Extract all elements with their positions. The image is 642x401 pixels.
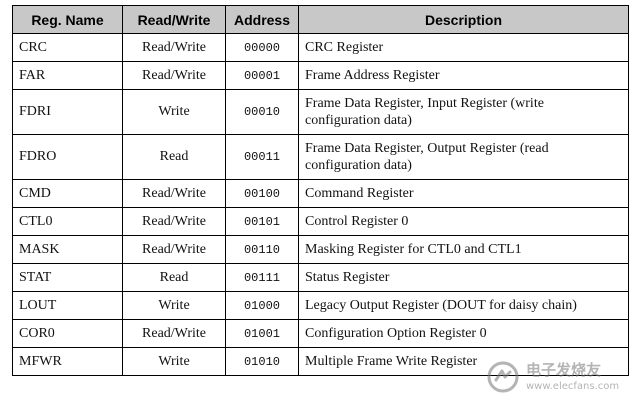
cell-description: Status Register — [298, 263, 629, 292]
register-table: Reg. Name Read/Write Address Description… — [12, 5, 629, 376]
watermark-url: www.elecfans.com — [526, 381, 620, 392]
table-row: CMD Read/Write 00100 Command Register — [12, 179, 629, 208]
cell-read-write: Read/Write — [122, 235, 226, 264]
cell-read-write: Read/Write — [122, 61, 226, 90]
cell-address: 00011 — [225, 134, 299, 180]
header-reg-name: Reg. Name — [12, 5, 123, 34]
table-row: MFWR Write 01010 Multiple Frame Write Re… — [12, 347, 629, 376]
header-description: Description — [298, 5, 629, 34]
cell-address: 00000 — [225, 33, 299, 62]
cell-address: 00100 — [225, 179, 299, 208]
cell-reg-name: FAR — [12, 61, 123, 90]
cell-reg-name: LOUT — [12, 291, 123, 320]
cell-address: 00101 — [225, 207, 299, 236]
table-header-row: Reg. Name Read/Write Address Description — [12, 5, 629, 34]
header-address: Address — [225, 5, 299, 34]
cell-address: 00001 — [225, 61, 299, 90]
cell-description: Frame Data Register, Input Register (wri… — [298, 89, 629, 135]
cell-reg-name: COR0 — [12, 319, 123, 348]
cell-description: Configuration Option Register 0 — [298, 319, 629, 348]
cell-reg-name: MFWR — [12, 347, 123, 376]
cell-address: 01010 — [225, 347, 299, 376]
cell-description: Multiple Frame Write Register — [298, 347, 629, 376]
table-row: FDRI Write 00010 Frame Data Register, In… — [12, 89, 629, 135]
cell-read-write: Read/Write — [122, 179, 226, 208]
table-row: MASK Read/Write 00110 Masking Register f… — [12, 235, 629, 264]
cell-description: Masking Register for CTL0 and CTL1 — [298, 235, 629, 264]
cell-description: Frame Address Register — [298, 61, 629, 90]
table-row: CTL0 Read/Write 00101 Control Register 0 — [12, 207, 629, 236]
table-row: COR0 Read/Write 01001 Configuration Opti… — [12, 319, 629, 348]
cell-reg-name: FDRO — [12, 134, 123, 180]
table-row: STAT Read 00111 Status Register — [12, 263, 629, 292]
cell-address: 00110 — [225, 235, 299, 264]
cell-reg-name: CRC — [12, 33, 123, 62]
cell-read-write: Write — [122, 347, 226, 376]
cell-read-write: Read/Write — [122, 319, 226, 348]
cell-reg-name: MASK — [12, 235, 123, 264]
cell-address: 00111 — [225, 263, 299, 292]
cell-reg-name: CMD — [12, 179, 123, 208]
cell-read-write: Write — [122, 291, 226, 320]
cell-read-write: Read/Write — [122, 207, 226, 236]
cell-read-write: Read — [122, 134, 226, 180]
cell-description: CRC Register — [298, 33, 629, 62]
cell-description: Control Register 0 — [298, 207, 629, 236]
cell-read-write: Read — [122, 263, 226, 292]
cell-read-write: Read/Write — [122, 33, 226, 62]
cell-description: Legacy Output Register (DOUT for daisy c… — [298, 291, 629, 320]
cell-reg-name: STAT — [12, 263, 123, 292]
cell-description: Command Register — [298, 179, 629, 208]
cell-address: 01001 — [225, 319, 299, 348]
table-row: FAR Read/Write 00001 Frame Address Regis… — [12, 61, 629, 90]
cell-description: Frame Data Register, Output Register (re… — [298, 134, 629, 180]
cell-address: 01000 — [225, 291, 299, 320]
cell-address: 00010 — [225, 89, 299, 135]
table-row: CRC Read/Write 00000 CRC Register — [12, 33, 629, 62]
cell-reg-name: CTL0 — [12, 207, 123, 236]
header-read-write: Read/Write — [122, 5, 226, 34]
cell-read-write: Write — [122, 89, 226, 135]
table-row: LOUT Write 01000 Legacy Output Register … — [12, 291, 629, 320]
cell-reg-name: FDRI — [12, 89, 123, 135]
table-row: FDRO Read 00011 Frame Data Register, Out… — [12, 134, 629, 180]
